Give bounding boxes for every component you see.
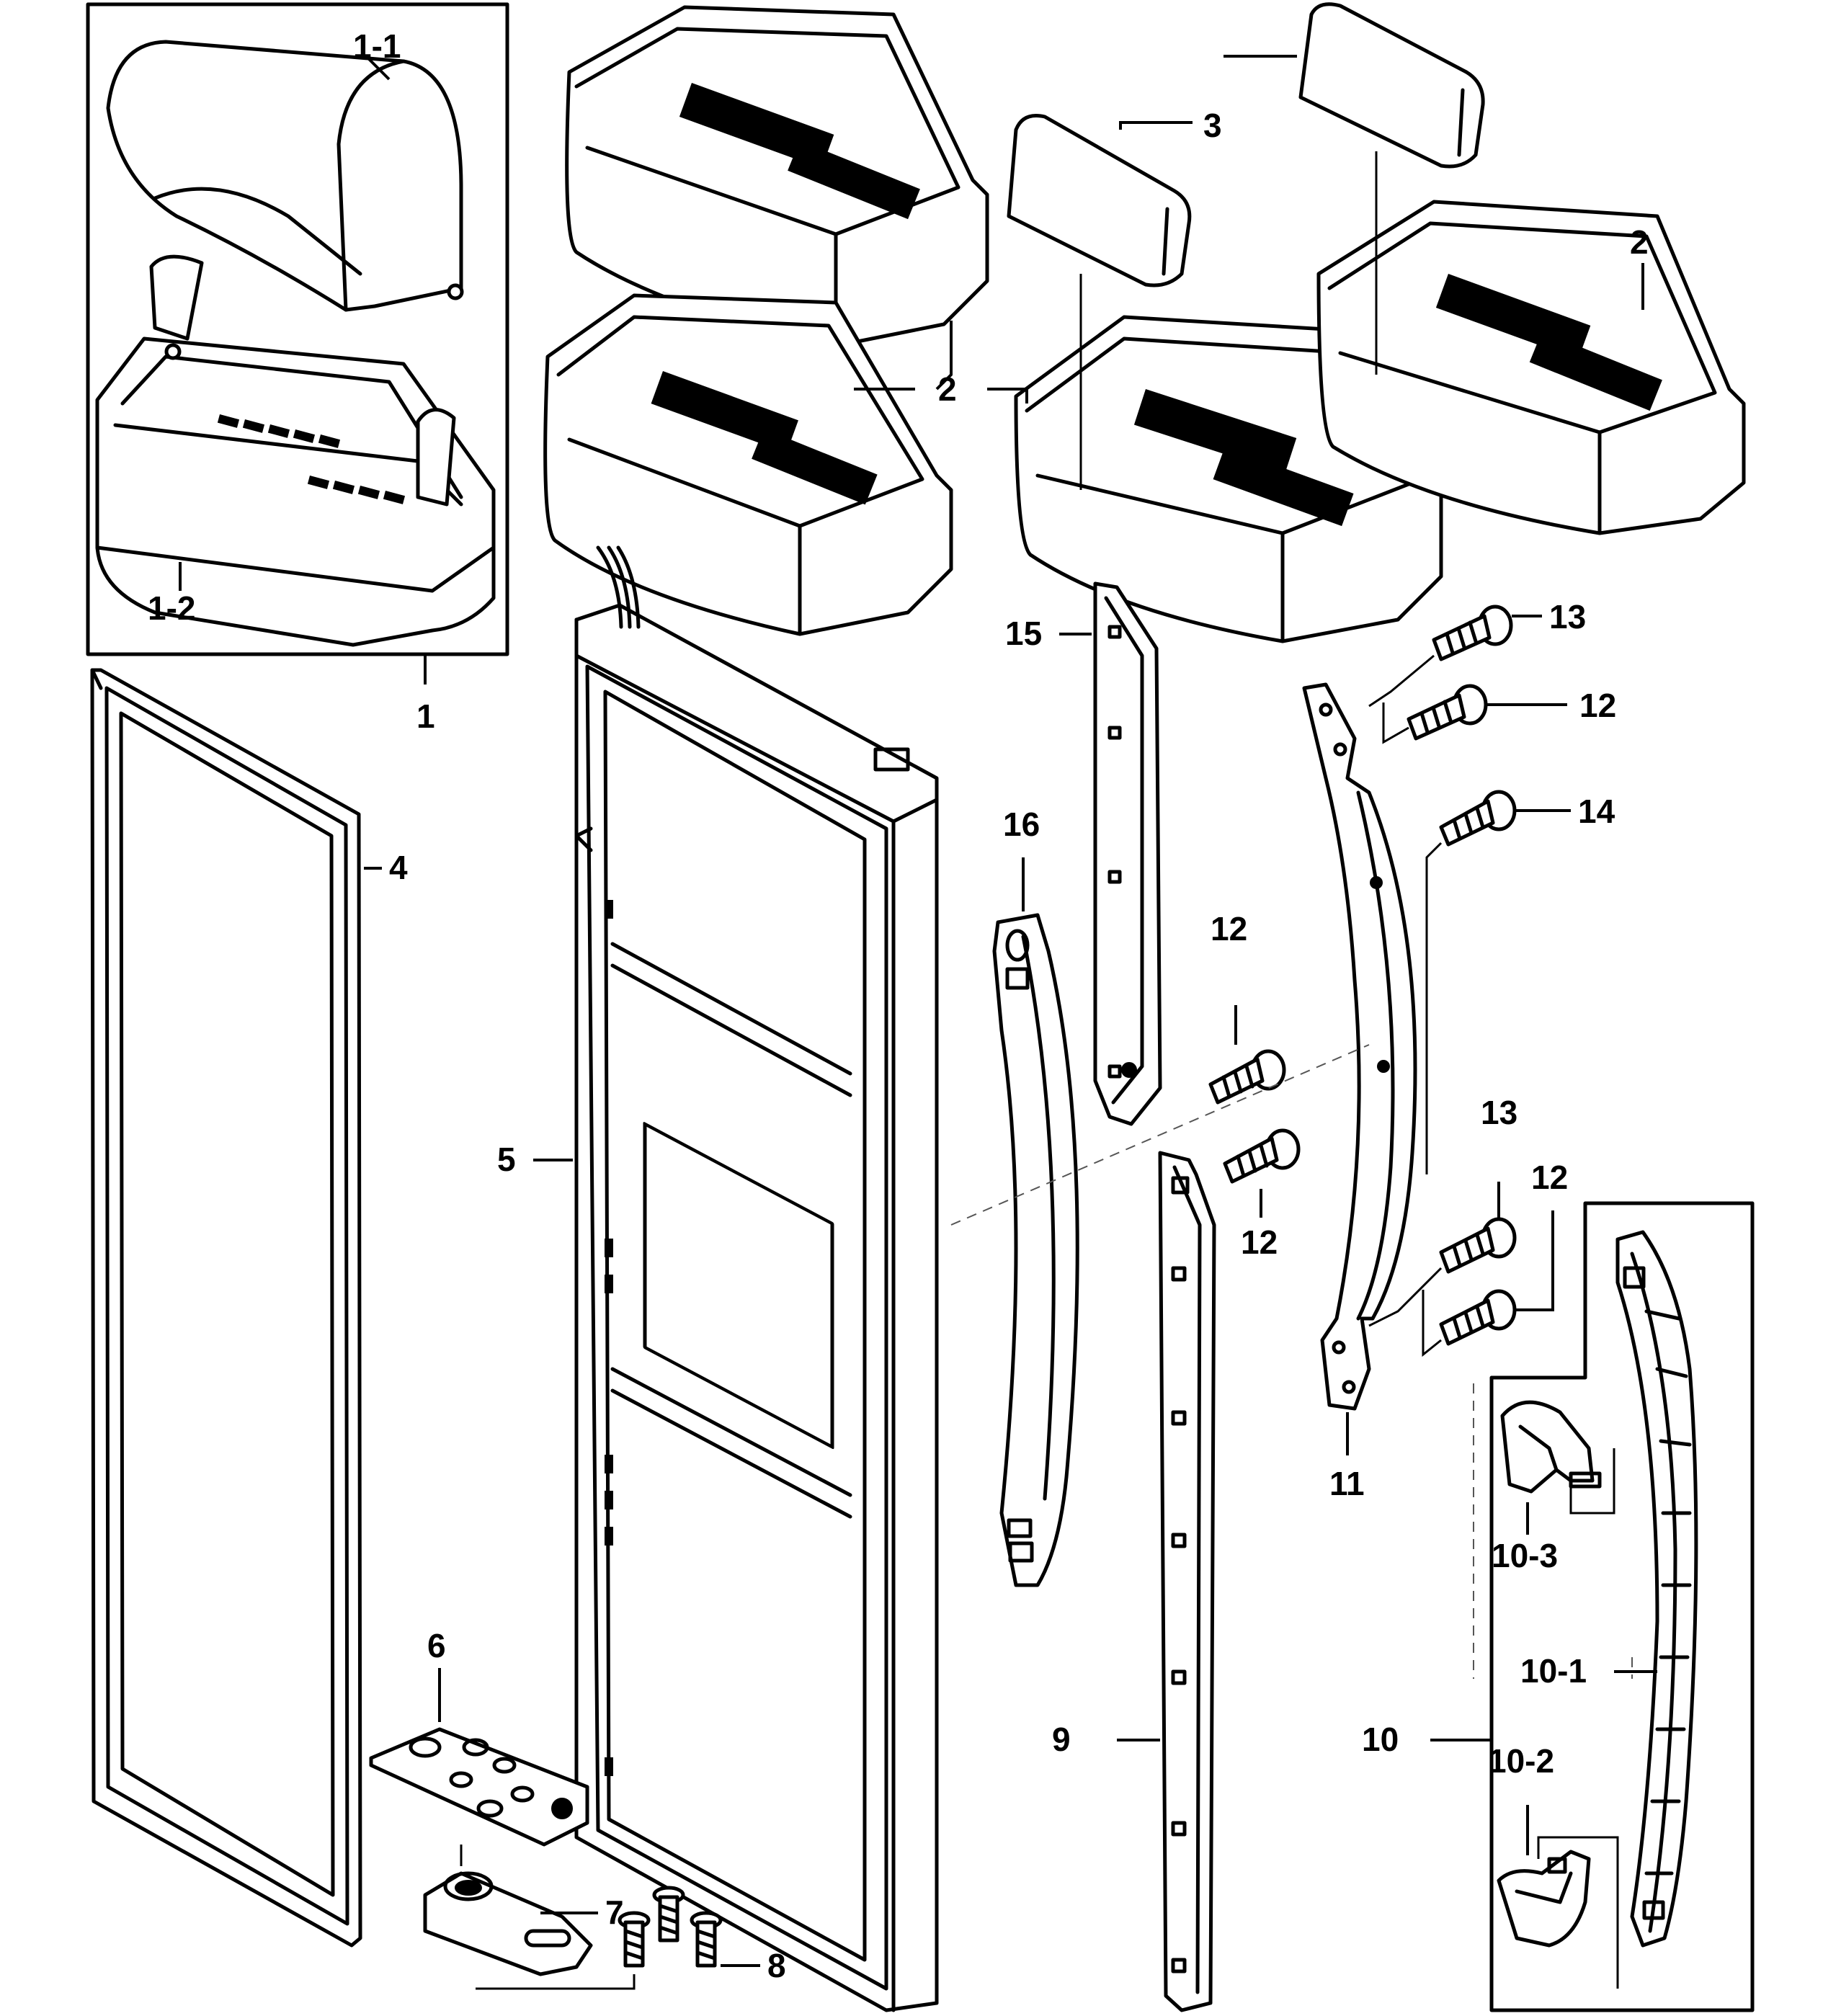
bin-1-2-vent-slots (217, 414, 406, 504)
screw-8a (618, 1911, 651, 1968)
leader-12-b (1515, 1210, 1554, 1311)
label-6: 6 (427, 1627, 446, 1664)
guide-12-b (1422, 1290, 1442, 1357)
label-1-2: 1-2 (148, 589, 195, 627)
label-12-upper-trim: 12 (1211, 910, 1247, 947)
part-9-handle-trim-lower (1158, 1151, 1216, 2012)
guide-14 (1425, 842, 1443, 1174)
label-15: 15 (1005, 615, 1042, 652)
screw-13-upper (1432, 605, 1513, 661)
label-10-1: 10-1 (1520, 1652, 1587, 1690)
label-16: 16 (1003, 806, 1040, 843)
guide-13-b (1368, 1267, 1443, 1327)
label-10-3: 10-3 (1492, 1537, 1558, 1574)
part-2-door-bin-mid-left (543, 293, 953, 636)
part-10-2-handle-cap-bottom (1497, 1850, 1591, 1948)
leader-2-a (935, 321, 953, 391)
label-4: 4 (389, 849, 408, 886)
part-5-door-assembly (574, 545, 939, 2012)
screw-12-lower-trim (1223, 1128, 1301, 1184)
label-8: 8 (767, 1947, 786, 1984)
bin-2b-vent-slots (651, 371, 878, 505)
part-1-dairy-compartment-assembly (86, 2, 509, 684)
label-14: 14 (1578, 793, 1615, 830)
guide-10-3 (1569, 1448, 1615, 1515)
label-1-1: 1-1 (353, 27, 401, 65)
screw-8b (652, 1886, 685, 1943)
label-2-right: 2 (1630, 223, 1649, 261)
screw-12-upper-bracket (1407, 684, 1488, 741)
part-1-1-dairy-cover (106, 40, 464, 312)
part-1-2-dairy-bin (95, 254, 496, 647)
guide-13-a (1368, 654, 1435, 708)
door-wire-harness (596, 545, 641, 629)
part-2-door-bin-right (1316, 200, 1746, 535)
part-10-3-handle-cap-top (1500, 1400, 1602, 1494)
part-11-handle-mount-bracket (1302, 682, 1417, 1411)
screw-12-upper-trim (1208, 1049, 1286, 1105)
label-12-lower-bracket: 12 (1531, 1159, 1568, 1196)
label-12-upper-bracket: 12 (1579, 687, 1616, 724)
part-10-1-handle-bar (1615, 1230, 1698, 1948)
part-3-bin-guard-left (1007, 114, 1192, 287)
part-number-labels: 1-1 1-2 1 2 2 3 4 5 6 7 8 9 10 10-1 10-2… (148, 27, 1649, 1984)
guide-8 (476, 1974, 636, 1990)
label-5: 5 (497, 1141, 516, 1178)
bin-2c-vent-slots (1133, 389, 1354, 527)
leader-3-a (1119, 121, 1193, 130)
label-12-lower-trim: 12 (1241, 1223, 1278, 1261)
part-7-hinge-bracket (423, 1871, 593, 1976)
guide-12-a (1382, 703, 1409, 744)
part-15-handle-trim-upper (1093, 581, 1162, 1126)
label-13-upper: 13 (1549, 598, 1586, 635)
label-10: 10 (1362, 1721, 1399, 1758)
part-16-door-handle (992, 913, 1079, 1587)
label-2-center: 2 (938, 370, 957, 408)
label-9: 9 (1052, 1721, 1071, 1758)
bin-2d-vent-slots (1435, 273, 1662, 411)
label-11: 11 (1329, 1465, 1365, 1502)
label-7: 7 (605, 1894, 624, 1931)
assembly-centerline (950, 1044, 1370, 1226)
part-10-handle-assembly (1473, 1201, 1755, 2012)
part-4-door-gasket (90, 668, 362, 1948)
label-1: 1 (416, 697, 435, 735)
screw-12-lower-bracket (1439, 1289, 1517, 1346)
screw-8c (690, 1911, 723, 1968)
leader-1-1 (366, 56, 391, 81)
label-3: 3 (1203, 107, 1222, 144)
part-8-hinge-screws (476, 1886, 723, 1990)
screw-14 (1439, 790, 1517, 847)
part-6-hinge-plate (369, 1727, 589, 1847)
bin-2a-vent-slots (679, 83, 920, 220)
leader-3-b (1223, 55, 1297, 58)
leader-2-c (987, 388, 1028, 403)
guide-10-2 (1537, 1836, 1619, 1989)
label-13-lower: 13 (1481, 1094, 1517, 1131)
label-10-2: 10-2 (1488, 1742, 1554, 1780)
screw-13-lower (1439, 1217, 1517, 1274)
part-2-door-bin-top-left (565, 5, 989, 348)
part-3-bin-guard-right (1298, 2, 1485, 169)
